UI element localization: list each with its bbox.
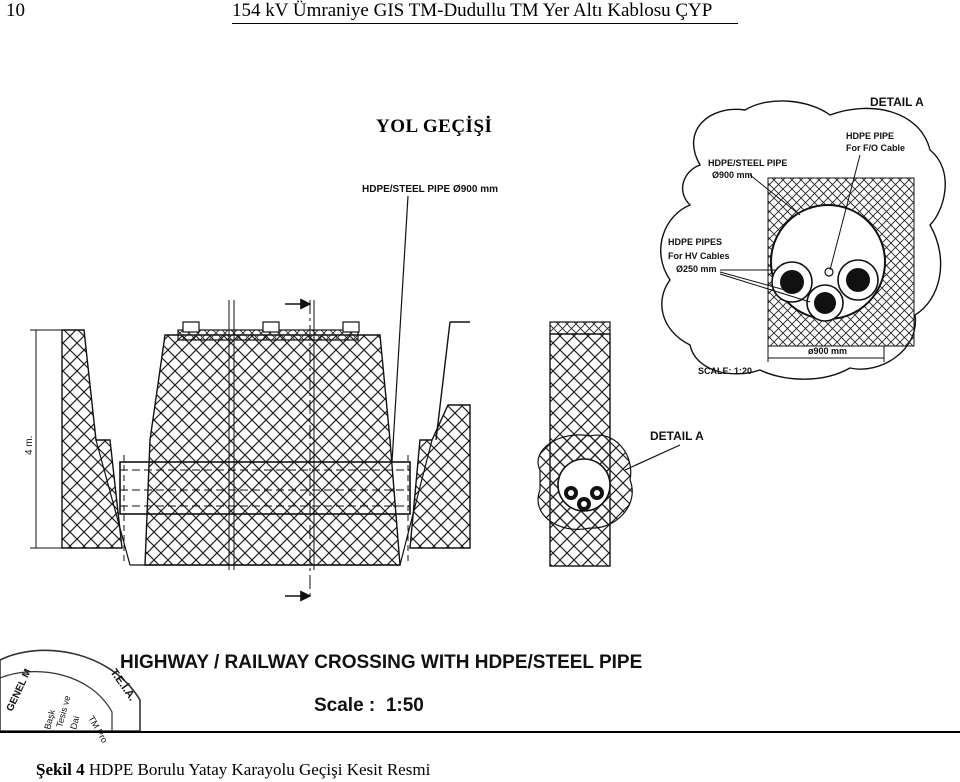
- pipe-label: HDPE/STEEL PIPE Ø900 mm: [362, 184, 498, 195]
- right-soil-bank: [409, 404, 471, 549]
- fo-pipe-label-1: HDPE PIPE: [846, 131, 894, 141]
- detail-width-label: ø900 mm: [808, 346, 847, 356]
- depth-label: 4 m.: [24, 436, 35, 455]
- detail-reference-label: DETAIL A: [650, 429, 704, 443]
- detail-scale-label: SCALE: 1:20: [698, 366, 752, 376]
- stamp-text-4: Başk: [42, 708, 57, 730]
- figure-label: Şekil 4: [36, 760, 85, 779]
- hv-pipes-label-1: HDPE PIPES: [668, 237, 722, 247]
- steel-pipe-label-1: HDPE/STEEL PIPE: [708, 158, 787, 168]
- fo-pipe-label-2: For F/O Cable: [846, 143, 905, 153]
- detail-a: DETAIL A HDPE PIPE For F/O Cable HDPE/ST…: [660, 95, 946, 380]
- hv-pipes-label-3: Ø250 mm: [676, 264, 717, 274]
- side-section: DETAIL A: [537, 321, 704, 567]
- header-underline: [232, 23, 738, 24]
- document-header-title: 154 kV Ümraniye GIS TM-Dudullu TM Yer Al…: [232, 0, 713, 21]
- figure-caption: Şekil 4 HDPE Borulu Yatay Karayolu Geçiş…: [36, 760, 430, 780]
- stamp-text-3: Dai: [68, 715, 81, 731]
- figure-text: HDPE Borulu Yatay Karayolu Geçişi Kesit …: [84, 760, 431, 779]
- page-number: 10: [6, 0, 25, 21]
- bottom-rule: [0, 731, 960, 733]
- road-embankment: [144, 334, 401, 566]
- section-title: YOL GEÇİŞİ: [376, 116, 493, 137]
- stamp-text-5: TM Pro: [86, 714, 109, 745]
- left-soil-bank: [61, 329, 123, 549]
- drawing-scale-label: Scale : 1:50: [314, 695, 424, 716]
- steel-pipe-label-2: Ø900 mm: [712, 170, 753, 180]
- detail-title: DETAIL A: [870, 95, 924, 109]
- drawing-main-title: HIGHWAY / RAILWAY CROSSING WITH HDPE/STE…: [120, 652, 642, 673]
- main-cross-section: HDPE/STEEL PIPE Ø900 mm 4 m.: [24, 184, 498, 602]
- hv-pipes-label-2: For HV Cables: [668, 251, 730, 261]
